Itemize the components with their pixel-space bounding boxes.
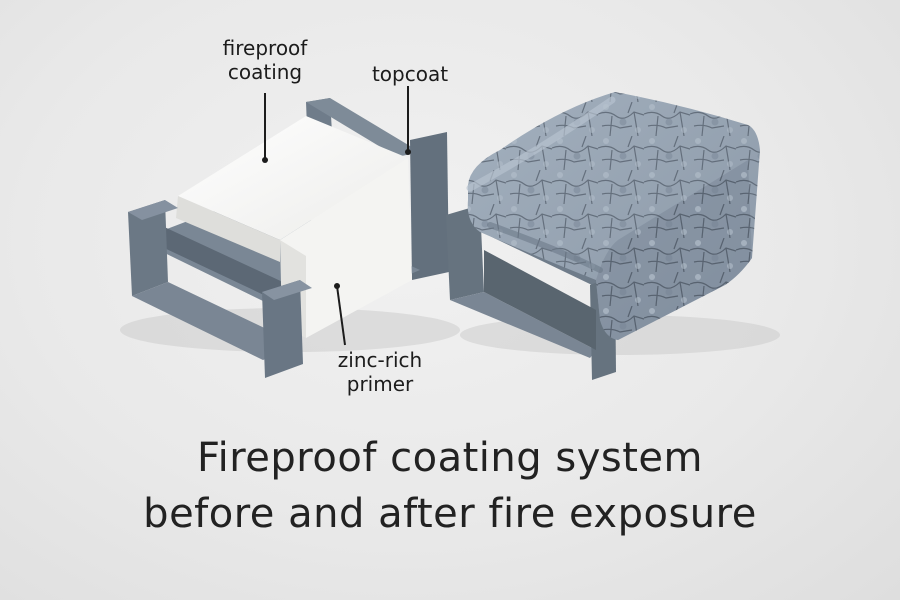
label-fireproof-coating: fireproof coating [222, 36, 308, 84]
beam-before-fire [128, 86, 449, 378]
caption-line-2: before and after fire exposure [143, 491, 757, 537]
diagram-caption: Fireproof coating system before and afte… [0, 430, 900, 542]
label-zinc-rich-primer: zinc-rich primer [337, 348, 423, 396]
beam-after-fire [446, 92, 760, 380]
fireproof-coating-layer [178, 116, 408, 240]
topcoat-layer [280, 158, 412, 338]
caption-line-1: Fireproof coating system [197, 435, 703, 481]
label-topcoat: topcoat [371, 62, 449, 86]
coating-illustration [120, 86, 780, 380]
primer-leader [336, 285, 346, 346]
zinc-rich-primer-steel [262, 280, 303, 378]
